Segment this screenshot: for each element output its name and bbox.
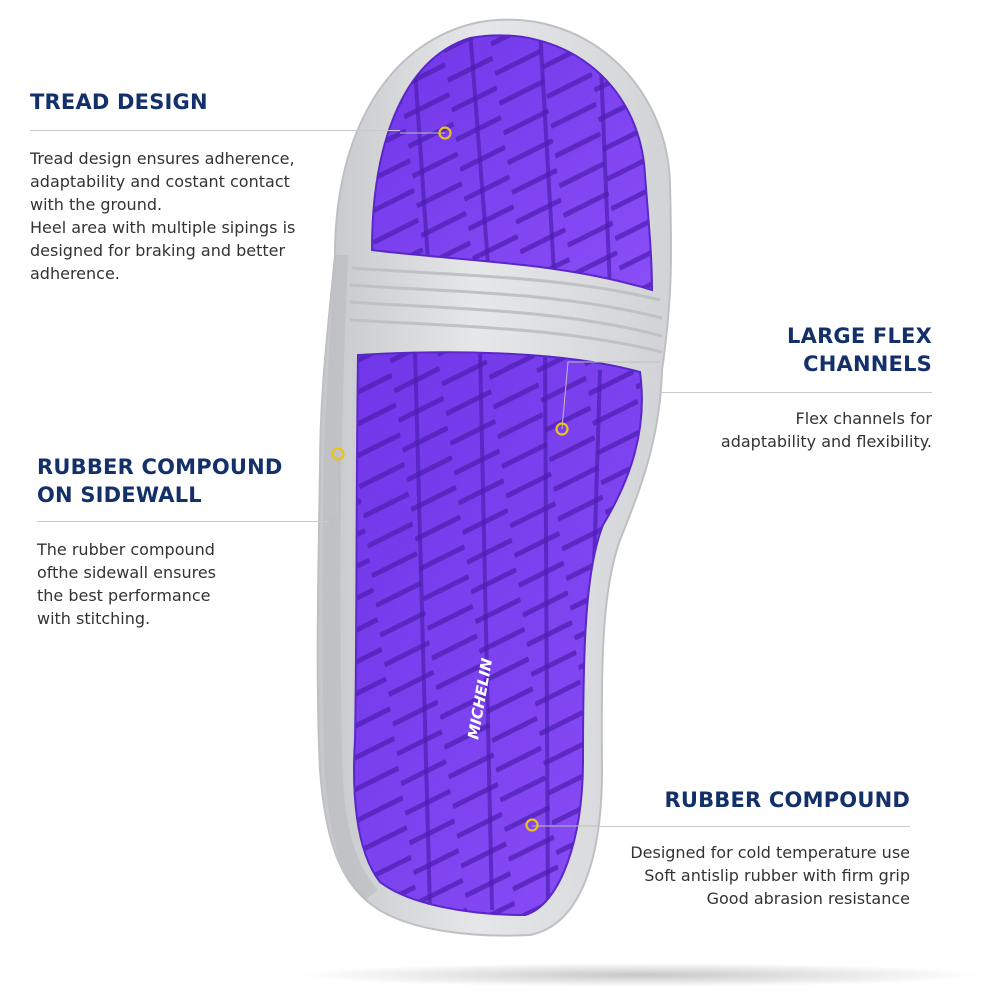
callout-title: RUBBER COMPOUND bbox=[664, 788, 910, 812]
body-line: ofthe sidewall ensures bbox=[37, 563, 216, 582]
marker-tread-design bbox=[438, 126, 452, 140]
flex-channels bbox=[349, 266, 663, 354]
heel-tread-edge bbox=[370, 34, 654, 292]
leader-lines bbox=[329, 132, 660, 827]
callout-rubber-compound: RUBBER COMPOUND Designed for cold temper… bbox=[600, 786, 910, 910]
body-line: Heel area with multiple sipings is bbox=[30, 218, 296, 237]
callout-title: TREAD DESIGN bbox=[30, 90, 208, 114]
body-line: adaptability and flexibility. bbox=[720, 432, 932, 451]
marker-sidewall bbox=[331, 447, 345, 461]
callout-body: Flex channels for adaptability and flexi… bbox=[660, 407, 932, 453]
divider bbox=[37, 521, 329, 522]
callout-title: RUBBER COMPOUND ON SIDEWALL bbox=[37, 453, 329, 509]
callout-body: The rubber compound ofthe sidewall ensur… bbox=[37, 538, 329, 630]
callout-markers bbox=[331, 126, 569, 832]
title-line: ON SIDEWALL bbox=[37, 483, 202, 507]
forefoot-tread-edge bbox=[353, 351, 643, 917]
divider bbox=[30, 130, 400, 131]
callout-rubber-compound-sidewall: RUBBER COMPOUND ON SIDEWALL The rubber c… bbox=[37, 453, 329, 630]
body-line: Good abrasion resistance bbox=[706, 889, 910, 908]
marker-rubber-compound bbox=[525, 818, 539, 832]
callout-tread-design: TREAD DESIGN Tread design ensures adhere… bbox=[30, 88, 400, 285]
body-line: The rubber compound bbox=[37, 540, 215, 559]
body-line: Tread design ensures adherence, bbox=[30, 149, 295, 168]
divider bbox=[660, 392, 932, 393]
body-line: Designed for cold temperature use bbox=[630, 843, 910, 862]
callout-body: Tread design ensures adherence, adaptabi… bbox=[30, 147, 400, 285]
body-line: with the ground. bbox=[30, 195, 163, 214]
callout-large-flex-channels: LARGE FLEX CHANNELS Flex channels for ad… bbox=[660, 322, 932, 453]
sidewall-band bbox=[322, 255, 378, 900]
marker-flex-channels bbox=[555, 422, 569, 436]
body-line: adaptability and costant contact bbox=[30, 172, 290, 191]
callout-body: Designed for cold temperature use Soft a… bbox=[600, 841, 910, 910]
body-line: adherence. bbox=[30, 264, 120, 283]
body-line: the best performance bbox=[37, 586, 211, 605]
body-line: with stitching. bbox=[37, 609, 151, 628]
callout-title: LARGE FLEX CHANNELS bbox=[787, 324, 932, 376]
body-line: designed for braking and better bbox=[30, 241, 286, 260]
title-line: RUBBER COMPOUND bbox=[37, 455, 283, 479]
divider bbox=[600, 826, 910, 827]
body-line: Flex channels for bbox=[795, 409, 933, 428]
ground-shadow bbox=[300, 963, 980, 987]
body-line: Soft antislip rubber with firm grip bbox=[644, 866, 910, 885]
